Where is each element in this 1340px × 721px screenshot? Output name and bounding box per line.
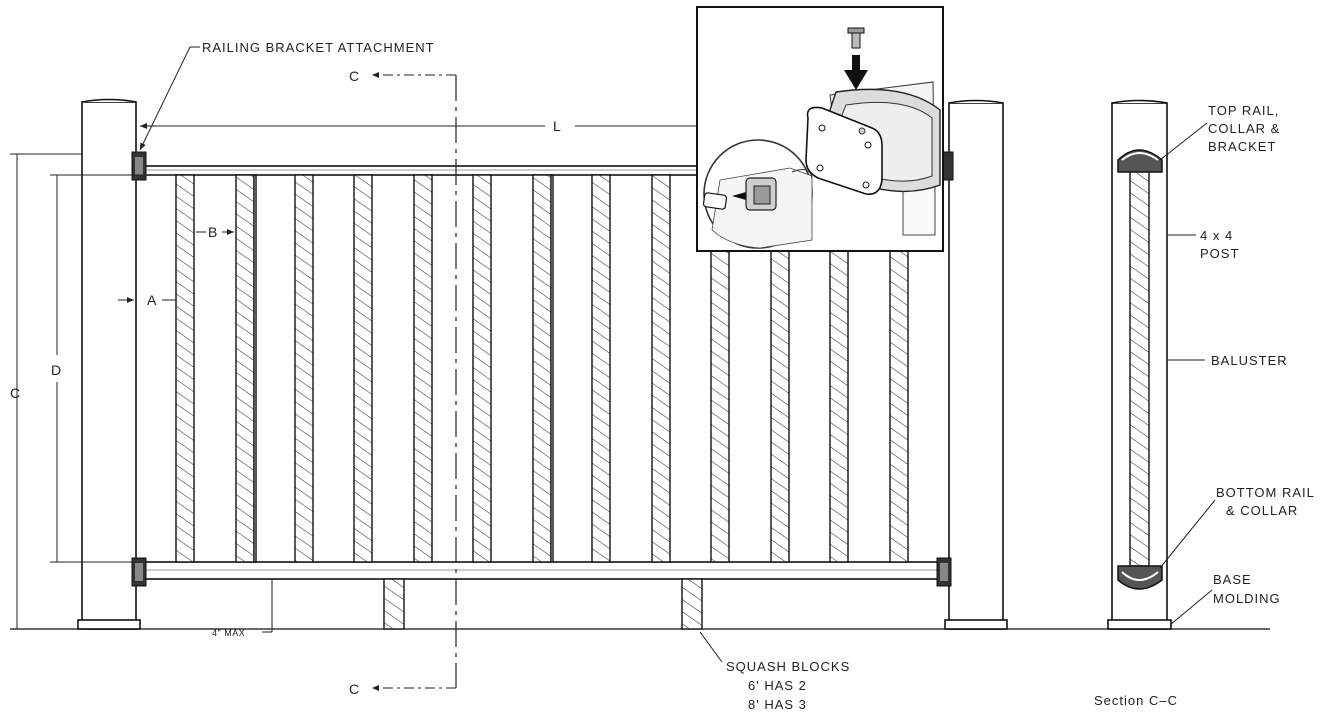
baluster (651, 174, 671, 563)
svg-text:C: C (10, 385, 21, 401)
section-cut-top-label: C (349, 68, 360, 84)
baluster (253, 174, 257, 563)
svg-text:8' HAS 3: 8' HAS 3 (748, 697, 807, 712)
base-molding-callout: BASE MOLDING (1169, 572, 1281, 626)
baluster (175, 174, 195, 563)
bracket-bottom-right (936, 557, 952, 587)
svg-text:BOTTOM RAIL: BOTTOM RAIL (1216, 485, 1315, 500)
baluster (591, 174, 611, 563)
dimension-L: L (140, 118, 700, 134)
baluster (550, 174, 554, 563)
svg-text:BRACKET: BRACKET (1208, 139, 1276, 154)
svg-text:6' HAS 2: 6' HAS 2 (748, 678, 807, 693)
baluster (532, 174, 552, 563)
baluster (472, 174, 492, 563)
four-inch-max-dimension: 4" MAX (212, 580, 273, 638)
squash-blocks-callout: SQUASH BLOCKS 6' HAS 2 8' HAS 3 (699, 631, 850, 712)
dimension-A: A (118, 292, 176, 308)
bracket-top-left (131, 151, 147, 181)
svg-text:TOP RAIL,: TOP RAIL, (1208, 103, 1279, 118)
dimension-C: C (10, 153, 82, 629)
dimension-B: B (196, 224, 234, 240)
svg-text:MOLDING: MOLDING (1213, 591, 1281, 606)
svg-text:& COLLAR: & COLLAR (1226, 503, 1298, 518)
section-view (1107, 99, 1172, 630)
svg-text:L: L (553, 118, 562, 134)
baluster (353, 174, 373, 563)
svg-text:4" MAX: 4" MAX (212, 628, 245, 638)
svg-text:D: D (51, 362, 62, 378)
bracket-bottom-left (131, 557, 147, 587)
baluster (294, 174, 314, 563)
svg-text:BASE: BASE (1213, 572, 1252, 587)
svg-text:A: A (147, 292, 157, 308)
bottom-rail-callout: BOTTOM RAIL & COLLAR (1159, 485, 1315, 569)
right-post (944, 99, 1008, 630)
baluster (413, 174, 433, 563)
post-callout: 4 x 4 POST (1168, 228, 1239, 261)
dimension-D: D (50, 174, 176, 563)
svg-text:SQUASH BLOCKS: SQUASH BLOCKS (726, 659, 850, 674)
left-post (77, 98, 141, 630)
svg-text:B: B (208, 224, 218, 240)
baluster (235, 174, 255, 563)
svg-text:POST: POST (1200, 246, 1239, 261)
svg-text:COLLAR &: COLLAR & (1208, 121, 1280, 136)
baluster-callout: BALUSTER (1168, 353, 1288, 368)
section-title: Section C–C (1094, 693, 1178, 708)
svg-text:RAILING BRACKET ATTACHMENT: RAILING BRACKET ATTACHMENT (202, 40, 435, 55)
balusters (175, 174, 909, 563)
railing-bracket-callout: RAILING BRACKET ATTACHMENT (139, 40, 435, 151)
section-cut-bottom-label: C (349, 681, 360, 697)
inset-detail (696, 6, 944, 252)
top-rail-callout: TOP RAIL, COLLAR & BRACKET (1159, 103, 1280, 161)
bottom-rail (135, 561, 950, 580)
svg-text:BALUSTER: BALUSTER (1211, 353, 1288, 368)
svg-text:4 x 4: 4 x 4 (1200, 228, 1233, 243)
squash-blocks (383, 578, 703, 630)
